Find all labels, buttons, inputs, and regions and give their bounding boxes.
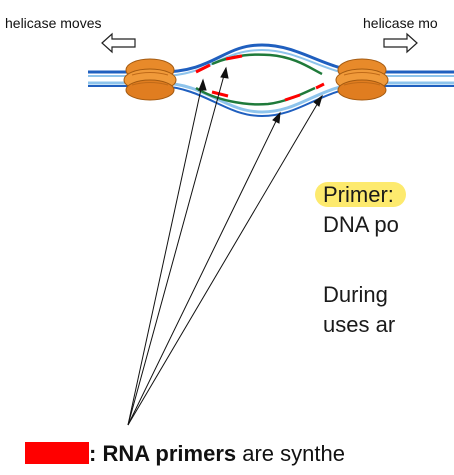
- right-helicase-label: helicase mo: [363, 15, 438, 31]
- new-strand-bottom: [195, 86, 316, 106]
- caption: : RNA primers are synthe: [25, 440, 345, 468]
- rna-primer-1: [195, 63, 211, 74]
- left-arrow-icon: [101, 32, 136, 54]
- pointer-line-4: [127, 95, 323, 426]
- pointer-arrows: [127, 66, 323, 426]
- arrowhead-2: [220, 66, 229, 79]
- pointer-line-2: [127, 67, 227, 426]
- primer-color-swatch: [25, 442, 89, 464]
- arrowhead-4: [313, 94, 323, 107]
- rna-primer-4: [284, 93, 301, 102]
- text-line-2: During: [323, 282, 388, 307]
- arrowhead-3: [272, 111, 281, 124]
- left-helicase-label: helicase moves: [5, 15, 102, 31]
- rna-primer-5: [315, 82, 325, 90]
- caption-bold-term: RNA primers: [102, 441, 237, 466]
- helicase-left: [123, 58, 177, 101]
- text-line-3: uses ar: [323, 312, 396, 337]
- rna-primer-3: [211, 90, 229, 98]
- pointer-line-1: [127, 79, 204, 426]
- primer-term-highlight: Primer:: [315, 182, 406, 207]
- parental-strand-bottom-dark: [88, 85, 454, 118]
- primer-term-line: Primer:: [315, 180, 406, 210]
- text-line-1: DNA po: [323, 212, 399, 237]
- caption-rest: are synthe: [236, 441, 345, 466]
- dna-strands: [88, 43, 454, 118]
- rna-primer-2: [225, 54, 243, 61]
- helicase-right: [335, 58, 389, 101]
- pointer-line-3: [127, 112, 281, 426]
- caption-colon: :: [89, 441, 97, 466]
- right-arrow-icon: [383, 32, 418, 54]
- arrowhead-1: [198, 78, 207, 91]
- parental-strand-bottom: [88, 81, 454, 114]
- parental-strand-top: [88, 43, 454, 74]
